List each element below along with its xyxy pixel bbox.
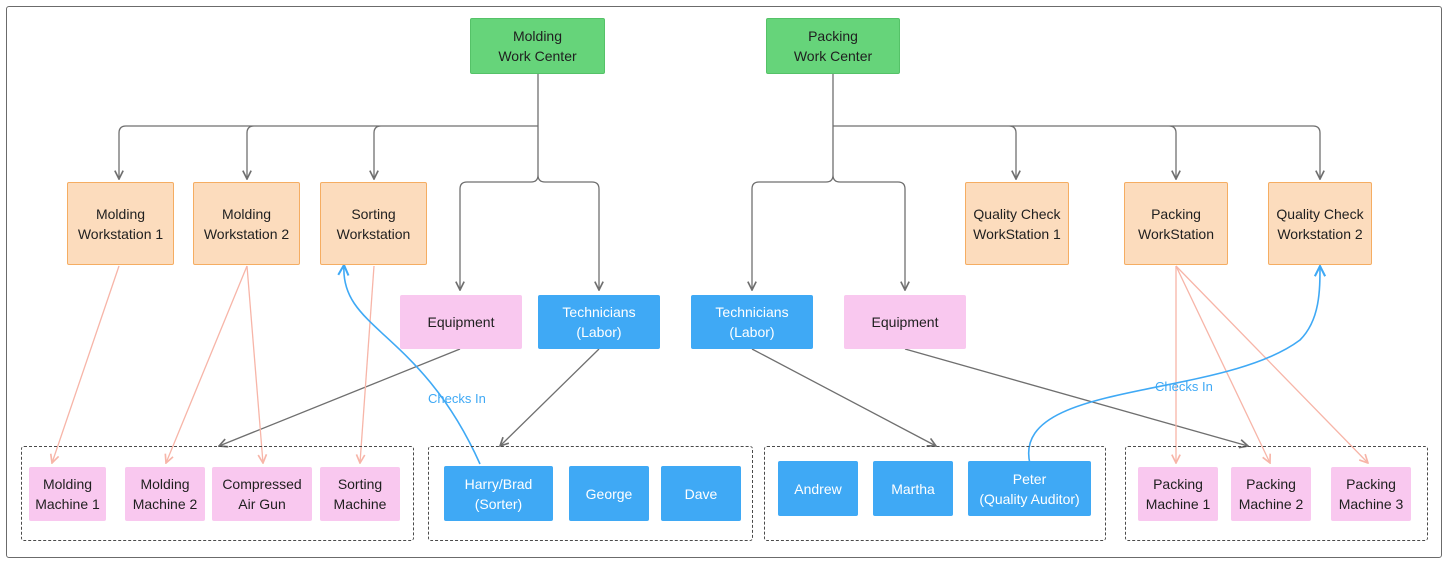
tree-split-molding — [459, 174, 600, 190]
andrew[interactable]: Andrew — [778, 461, 858, 516]
compressed-air-gun[interactable]: Compressed Air Gun — [212, 467, 312, 521]
molding-equipment[interactable]: Equipment — [400, 295, 522, 349]
molding-technicians[interactable]: Technicians (Labor) — [538, 295, 660, 349]
packing-machine-2[interactable]: Packing Machine 2 — [1231, 467, 1311, 521]
packing-machine-1[interactable]: Packing Machine 1 — [1138, 467, 1218, 521]
packing-machines-group — [1125, 446, 1428, 541]
resource-group-connectors — [219, 348, 1248, 446]
packing-work-center[interactable]: Packing Work Center — [766, 18, 900, 74]
sorting-workstation[interactable]: Sorting Workstation — [320, 182, 427, 265]
assignment-connectors — [52, 265, 1368, 463]
technicians-to-packing-people — [751, 348, 936, 446]
molding-machines-group — [21, 446, 414, 541]
packing-machine-3[interactable]: Packing Machine 3 — [1331, 467, 1411, 521]
checkin-connectors — [344, 265, 1320, 465]
packing-technicians[interactable]: Technicians (Labor) — [691, 295, 813, 349]
checks-in-label-right: Checks In — [1155, 379, 1213, 394]
molding-workstation-1[interactable]: Molding Workstation 1 — [67, 182, 174, 265]
sorting-ws-to-sorting-machine — [360, 265, 375, 463]
george[interactable]: George — [569, 466, 649, 521]
ws2-to-molding-machine-2 — [166, 265, 248, 463]
ws1-to-molding-machine-1 — [52, 265, 120, 463]
molding-machine-1[interactable]: Molding Machine 1 — [29, 467, 106, 521]
tree-branch-molding — [118, 125, 538, 134]
equipment-to-molding-machines — [219, 348, 461, 446]
packing-tree-connectors — [752, 74, 1320, 290]
tree-branch-packing — [833, 125, 1321, 134]
molding-work-center[interactable]: Molding Work Center — [470, 18, 605, 74]
tree-split-packing — [751, 174, 906, 190]
technicians-to-molding-people — [500, 348, 600, 446]
molding-tree-connectors — [119, 74, 599, 290]
molding-workstation-2[interactable]: Molding Workstation 2 — [193, 182, 300, 265]
peter-quality-auditor[interactable]: Peter (Quality Auditor) — [968, 461, 1091, 516]
harry-brad-sorter[interactable]: Harry/Brad (Sorter) — [444, 466, 553, 521]
ws2-to-air-gun — [246, 265, 263, 463]
auditor-checks-in-curve — [1027, 266, 1320, 465]
diagram-frame — [6, 6, 1442, 558]
packing-people-group — [764, 446, 1106, 541]
quality-check-workstation-2[interactable]: Quality Check Workstation 2 — [1268, 182, 1372, 265]
molding-people-group — [428, 446, 753, 541]
sorter-checks-in-curve — [344, 265, 481, 465]
packing-workstation[interactable]: Packing WorkStation — [1124, 182, 1228, 265]
equipment-to-packing-machines — [904, 348, 1248, 446]
checks-in-label-left: Checks In — [428, 391, 486, 406]
sorting-machine[interactable]: Sorting Machine — [320, 467, 400, 521]
packing-ws-to-machine-2 — [1175, 265, 1270, 463]
martha[interactable]: Martha — [873, 461, 953, 516]
molding-machine-2[interactable]: Molding Machine 2 — [125, 467, 205, 521]
packing-ws-to-machine-3 — [1175, 265, 1368, 463]
dave[interactable]: Dave — [661, 466, 741, 521]
packing-equipment[interactable]: Equipment — [844, 295, 966, 349]
quality-check-workstation-1[interactable]: Quality Check WorkStation 1 — [965, 182, 1069, 265]
